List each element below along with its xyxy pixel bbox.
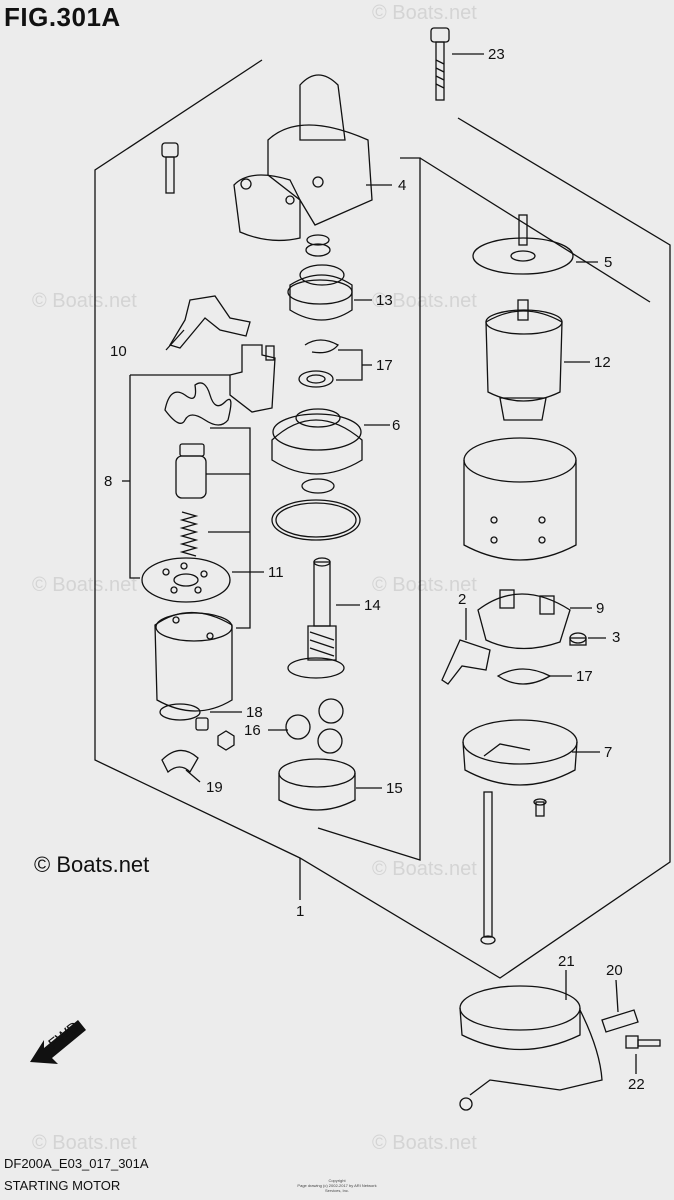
solenoid-plate bbox=[141, 557, 231, 603]
o-ring bbox=[305, 243, 331, 257]
o-ring bbox=[306, 234, 330, 246]
callout-2: 2 bbox=[458, 591, 466, 608]
leader-line bbox=[210, 427, 251, 629]
watermark: © Boats.net bbox=[372, 574, 477, 596]
bracket-part-21 bbox=[459, 985, 603, 1111]
callout-18: 18 bbox=[246, 704, 263, 721]
clip-part-17 bbox=[304, 339, 339, 354]
leader-line bbox=[129, 375, 140, 579]
callout-16: 16 bbox=[244, 722, 261, 739]
spring-wire bbox=[164, 382, 232, 426]
callout-5: 5 bbox=[604, 254, 612, 271]
callout-21: 21 bbox=[558, 953, 575, 970]
callout-1: 1 bbox=[296, 903, 304, 920]
terminal-part-20 bbox=[601, 1009, 639, 1033]
screw bbox=[533, 798, 547, 817]
callout-22: 22 bbox=[628, 1076, 645, 1093]
gasket bbox=[271, 499, 361, 541]
planet-gear-part-16 bbox=[285, 714, 311, 740]
callout-3: 3 bbox=[612, 629, 620, 646]
bolt-part-left bbox=[161, 142, 179, 194]
end-cover-part-7 bbox=[462, 719, 578, 786]
callout-7: 7 bbox=[604, 744, 612, 761]
watermark: © Boats.net bbox=[32, 1132, 137, 1154]
watermark: © Boats.net bbox=[372, 290, 477, 312]
nut-part-3 bbox=[569, 632, 587, 646]
leader-line bbox=[185, 769, 201, 783]
callout-11: 11 bbox=[268, 564, 284, 581]
planet-gear-part-16 bbox=[317, 728, 343, 754]
callout-8: 8 bbox=[104, 473, 112, 490]
assembly-outline-inner bbox=[317, 157, 421, 861]
brush-holder-part-9 bbox=[477, 589, 571, 650]
callout-14: 14 bbox=[364, 597, 381, 614]
gear-housing-part-6 bbox=[271, 408, 363, 475]
watermark: © Boats.net bbox=[372, 2, 477, 24]
callout-15: 15 bbox=[386, 780, 403, 797]
through-bolt bbox=[480, 791, 496, 945]
bolt-part-23 bbox=[430, 27, 450, 101]
shift-lever-part-10 bbox=[169, 295, 251, 349]
washer-part-17 bbox=[298, 370, 334, 388]
washer-part-17 bbox=[496, 668, 552, 685]
brush-part-2 bbox=[441, 639, 491, 685]
watermark: © Boats.net bbox=[372, 1132, 477, 1154]
washer-plate-part-5 bbox=[472, 214, 574, 275]
planet-gear-part-16 bbox=[318, 698, 344, 724]
drive-housing-part-4 bbox=[233, 74, 373, 242]
callout-4: 4 bbox=[398, 177, 406, 194]
callout-6: 6 bbox=[392, 417, 400, 434]
fwd-arrow: FWD bbox=[30, 1018, 86, 1064]
callout-12: 12 bbox=[594, 354, 611, 371]
watermark: © Boats.net bbox=[32, 574, 137, 596]
callout-17-lower: 17 bbox=[576, 668, 593, 685]
figure-subtitle: STARTING MOTOR bbox=[4, 1178, 121, 1193]
callout-17-upper: 17 bbox=[376, 357, 393, 374]
assembly-outline bbox=[94, 59, 671, 979]
clip-part-19 bbox=[161, 749, 199, 774]
pinion-gear-part-13 bbox=[287, 264, 353, 321]
fine-print: Copyright Page drawing (c) 2002-2017 by … bbox=[292, 1178, 382, 1193]
armature-part-12 bbox=[485, 299, 563, 421]
spring bbox=[179, 511, 199, 557]
leader-line bbox=[165, 329, 185, 351]
solenoid-body bbox=[154, 611, 233, 721]
o-ring bbox=[301, 478, 335, 494]
leader-line bbox=[615, 979, 619, 1013]
bolt-part-22 bbox=[625, 1035, 661, 1049]
drawing-code: DF200A_E03_017_301A bbox=[4, 1156, 149, 1171]
fine-print-line: Page drawing (c) 2002-2017 by ARI Networ… bbox=[297, 1183, 377, 1193]
callout-9: 9 bbox=[596, 600, 604, 617]
callout-10: 10 bbox=[110, 343, 127, 360]
assembly-outline-inner bbox=[419, 157, 651, 303]
watermark: © Boats.net bbox=[372, 858, 477, 880]
output-shaft-part-14 bbox=[287, 557, 345, 679]
callout-20: 20 bbox=[606, 962, 623, 979]
internal-gear-part-15 bbox=[278, 758, 356, 811]
figure-title: FIG.301A bbox=[4, 2, 121, 32]
fine-print-line: Copyright bbox=[328, 1178, 346, 1183]
callout-13: 13 bbox=[376, 292, 393, 309]
plunger-bracket bbox=[229, 344, 276, 413]
callout-19: 19 bbox=[206, 779, 223, 796]
watermark: © Boats.net bbox=[32, 290, 137, 312]
yoke-housing bbox=[463, 437, 577, 561]
plunger bbox=[175, 443, 207, 499]
callout-23: 23 bbox=[488, 46, 505, 63]
copyright-notice: © Boats.net bbox=[34, 852, 150, 877]
leader-line bbox=[336, 349, 363, 381]
terminal-nut-part-18 bbox=[195, 717, 235, 751]
